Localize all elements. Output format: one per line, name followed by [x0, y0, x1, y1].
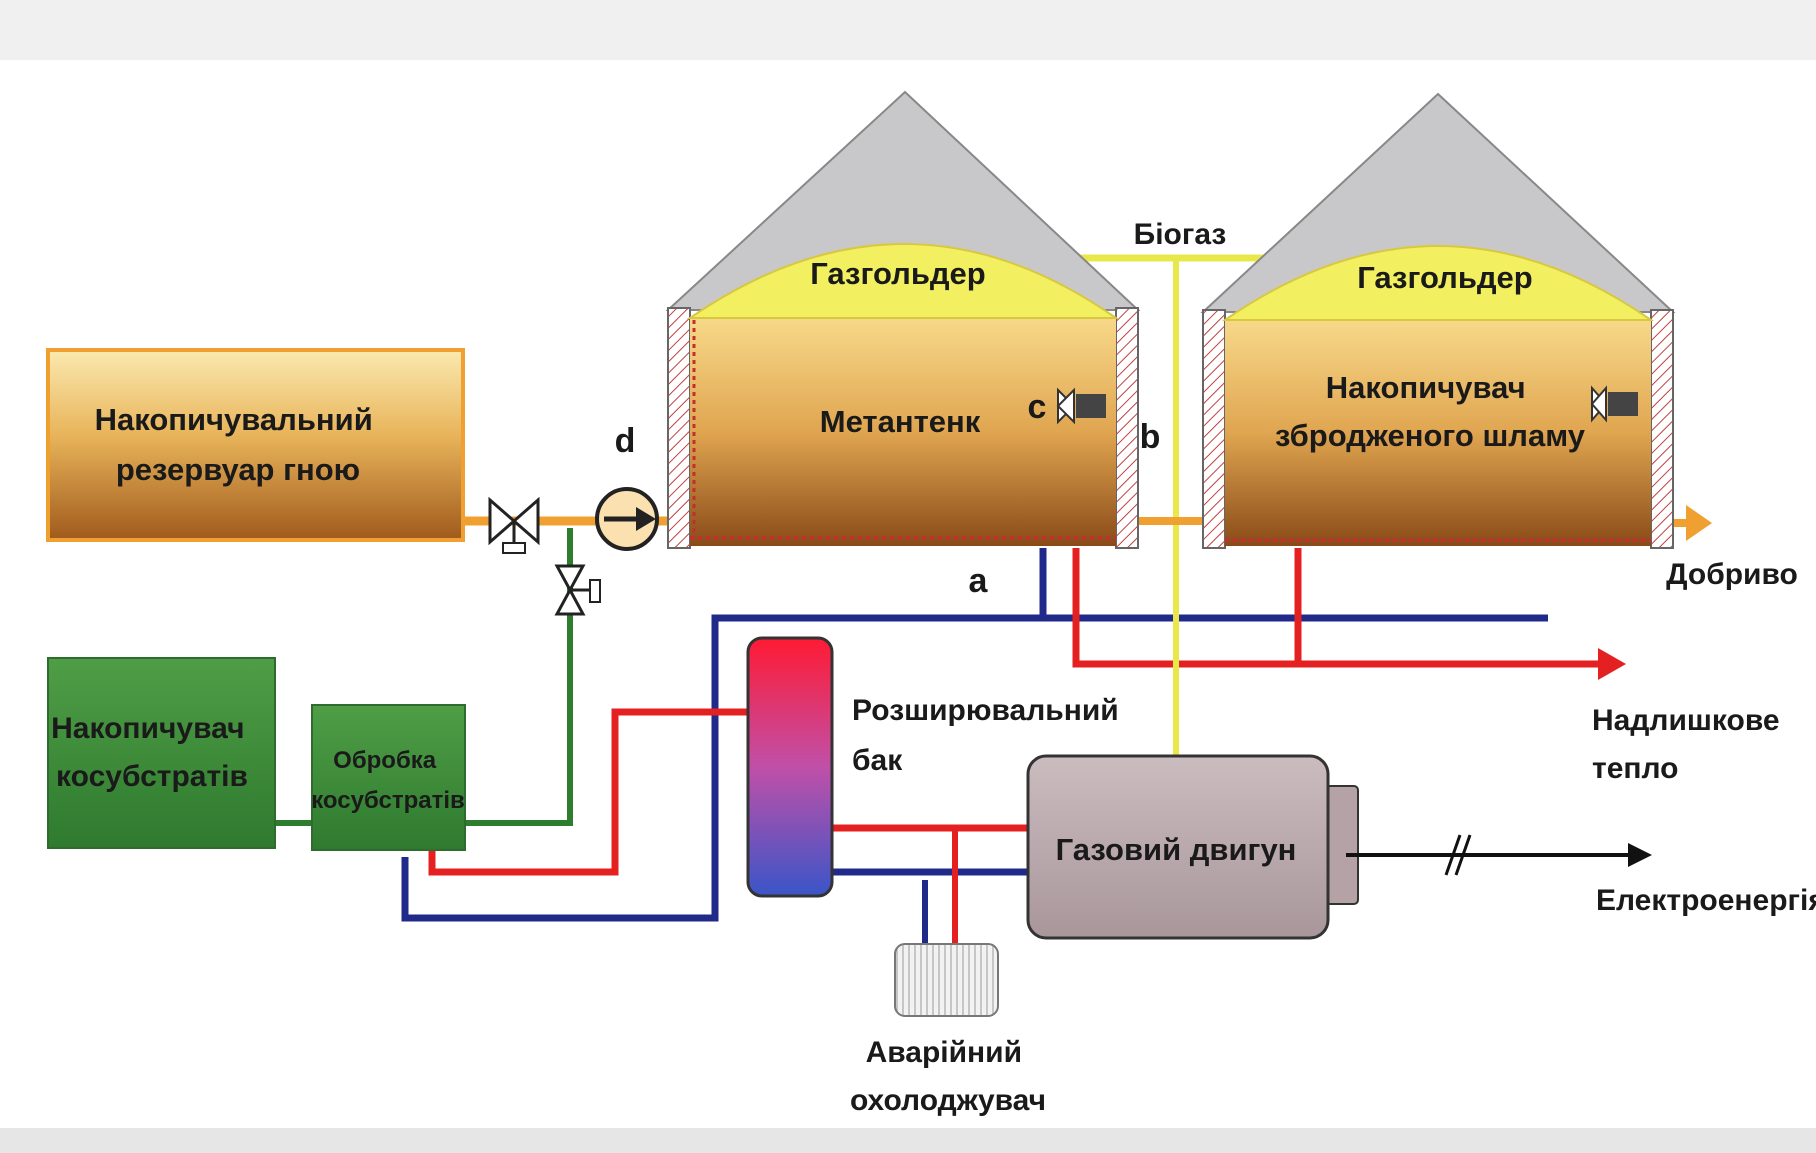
expansion-tank	[746, 636, 834, 898]
gasholder-2-label: Газгольдер	[1357, 260, 1532, 295]
hot-water-main-pipe	[1072, 548, 1598, 668]
cosubstrate-storage	[47, 657, 276, 849]
electricity-label: Електроенергія	[1596, 884, 1816, 917]
emergency-cooler-label: Аварійний охолоджувач	[850, 1036, 1046, 1117]
storage-right-wall	[1650, 309, 1674, 549]
manure-tank-label: Накопичувальний резервуар гною	[95, 402, 382, 487]
marker-b: b	[1140, 418, 1161, 456]
marker-d: d	[615, 422, 636, 460]
marker-c: c	[1028, 388, 1047, 426]
manure-storage-tank	[46, 348, 465, 542]
surplus-heat-arrow	[1598, 648, 1626, 680]
digestate-storage	[1200, 92, 1676, 549]
cosubstrate-processing	[311, 704, 466, 851]
surplus-heat-label: Надлишкове тепло	[1592, 704, 1788, 785]
digester-right-wall	[1115, 307, 1139, 549]
cosubstrate-valve-icon[interactable]	[554, 564, 601, 616]
digestate-storage-label: Накопичувач збродженого шламу	[1275, 370, 1586, 453]
engine-flange	[1325, 785, 1359, 905]
digester-substrate	[690, 318, 1116, 546]
feed-pump-icon[interactable]	[595, 487, 659, 551]
digester-stirrer-icon	[1056, 387, 1106, 425]
top-frame	[0, 0, 1816, 60]
cold-water-main-pipe	[401, 614, 1548, 922]
storage-left-wall	[1202, 309, 1226, 549]
gas-engine	[1026, 754, 1330, 940]
gasholder-2	[1221, 245, 1655, 321]
hot-to-processing-pipe	[428, 708, 748, 876]
digester-left-wall	[667, 307, 691, 549]
cosubstrate-storage-label: Накопичувач косубстратів	[51, 712, 253, 793]
line-break-mark-1	[1444, 834, 1462, 876]
manure-valve-icon[interactable]	[488, 496, 540, 554]
cosubstrate-processing-label: Обробка косубстратів	[311, 747, 465, 814]
engine-hot-pipe	[818, 824, 1040, 872]
fertilizer-arrow	[1686, 505, 1712, 541]
gasholder-1	[686, 243, 1120, 319]
biogas-label: Біогаз	[1134, 218, 1227, 251]
marker-a: a	[969, 562, 989, 600]
storage-stirrer-icon	[1590, 385, 1638, 423]
bottom-frame	[0, 1128, 1816, 1153]
fertilizer-label: Добриво	[1666, 558, 1798, 591]
emergency-cooler	[894, 943, 999, 1017]
digester	[665, 90, 1141, 549]
gas-engine-label: Газовий двигун	[1056, 832, 1297, 867]
line-break-mark-2	[1454, 834, 1472, 876]
cosubstrate-feed-pipe	[465, 528, 573, 826]
digester-label: Метантенк	[820, 404, 981, 439]
electricity-arrow	[1628, 843, 1652, 867]
storage-substrate	[1225, 320, 1651, 546]
gasholder-1-label: Газгольдер	[810, 256, 985, 291]
expansion-tank-label: Розширювальний бак	[852, 694, 1127, 777]
